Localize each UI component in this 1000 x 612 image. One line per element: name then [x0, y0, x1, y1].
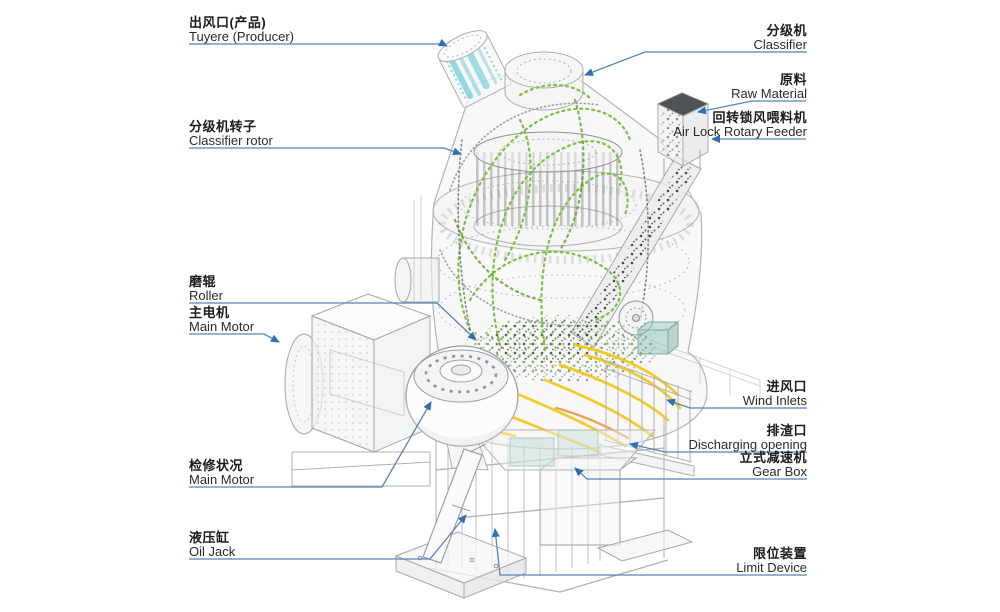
- oil-jack-assembly: [394, 443, 528, 599]
- label-tuyere-en: Tuyere (Producer): [189, 29, 294, 44]
- leader-classifier: [584, 51, 807, 76]
- leader-limit-device: [491, 528, 807, 576]
- label-roller: 磨辊 Roller: [189, 274, 223, 302]
- tuyere-pipe: [437, 30, 512, 108]
- leader-roller: [189, 302, 477, 341]
- leader-wind-inlets: [666, 398, 807, 409]
- green-particle-flow: [439, 83, 650, 352]
- label-tuyere: 出风口(产品) Tuyere (Producer): [189, 15, 294, 43]
- label-wind-inlets-en: Wind Inlets: [742, 393, 807, 408]
- label-main-motor-en: Main Motor: [189, 319, 255, 334]
- label-maintenance-cn: 检修状况: [189, 458, 244, 473]
- label-gear-box: 立式减速机 Gear Box: [739, 450, 807, 478]
- label-wind-inlets: 进风口 Wind Inlets: [743, 379, 807, 407]
- label-air-lock-feeder: 回转锁风喂料机 Air Lock Rotary Feeder: [673, 110, 807, 138]
- classifier-top: [504, 51, 584, 111]
- label-discharging: 排渣口 Discharging opening: [688, 423, 807, 451]
- label-main-motor-cn: 主电机: [189, 305, 230, 320]
- leader-raw-material: [697, 100, 806, 115]
- label-gear-box-en: Gear Box: [752, 464, 807, 479]
- leader-maintenance: [189, 401, 432, 488]
- leader-gear-box: [574, 467, 807, 480]
- label-classifier-en: Classifier: [753, 37, 807, 52]
- label-limit-device-en: Limit Device: [736, 560, 807, 575]
- label-discharging-en: Discharging opening: [688, 437, 807, 452]
- label-limit-device: 限位装置 Limit Device: [736, 546, 807, 574]
- label-oil-jack: 液压缸 Oil Jack: [189, 530, 235, 558]
- rotary-feeder-box: [656, 92, 710, 176]
- label-maintenance: 检修状况 Main Motor: [189, 458, 254, 486]
- leader-main-motor: [189, 333, 280, 343]
- label-classifier-rotor: 分级机转子 Classifier rotor: [189, 119, 273, 147]
- label-classifier-cn: 分级机: [766, 23, 807, 38]
- label-classifier-rotor-cn: 分级机转子: [189, 119, 257, 134]
- label-air-lock-feeder-en: Air Lock Rotary Feeder: [673, 124, 807, 139]
- label-discharging-cn: 排渣口: [766, 423, 807, 438]
- label-main-motor: 主电机 Main Motor: [189, 305, 254, 333]
- leader-discharging: [629, 441, 807, 453]
- wind-inlet-structure: [599, 300, 761, 477]
- label-wind-inlets-cn: 进风口: [766, 379, 807, 394]
- base-structure: [429, 418, 694, 593]
- label-tuyere-cn: 出风口(产品): [189, 15, 267, 30]
- leader-classifier-rotor: [189, 147, 462, 156]
- label-raw-material: 原料 Raw Material: [731, 72, 807, 100]
- leader-tuyere: [189, 38, 448, 47]
- label-raw-material-cn: 原料: [779, 72, 807, 87]
- label-limit-device-cn: 限位装置: [752, 546, 807, 561]
- grinding-roller: [405, 345, 519, 471]
- grinding-zone: [465, 315, 657, 382]
- label-maintenance-en: Main Motor: [189, 472, 255, 487]
- label-raw-material-en: Raw Material: [731, 86, 807, 101]
- label-air-lock-feeder-cn: 回转锁风喂料机: [712, 110, 807, 125]
- label-roller-cn: 磨辊: [189, 274, 217, 289]
- label-classifier-rotor-en: Classifier rotor: [189, 133, 273, 148]
- leader-oil-jack: [189, 514, 467, 560]
- label-gear-box-cn: 立式减速机: [739, 450, 807, 465]
- label-roller-en: Roller: [189, 288, 223, 303]
- label-oil-jack-en: Oil Jack: [189, 544, 236, 559]
- label-oil-jack-cn: 液压缸: [189, 530, 230, 545]
- label-classifier: 分级机 Classifier: [754, 23, 807, 51]
